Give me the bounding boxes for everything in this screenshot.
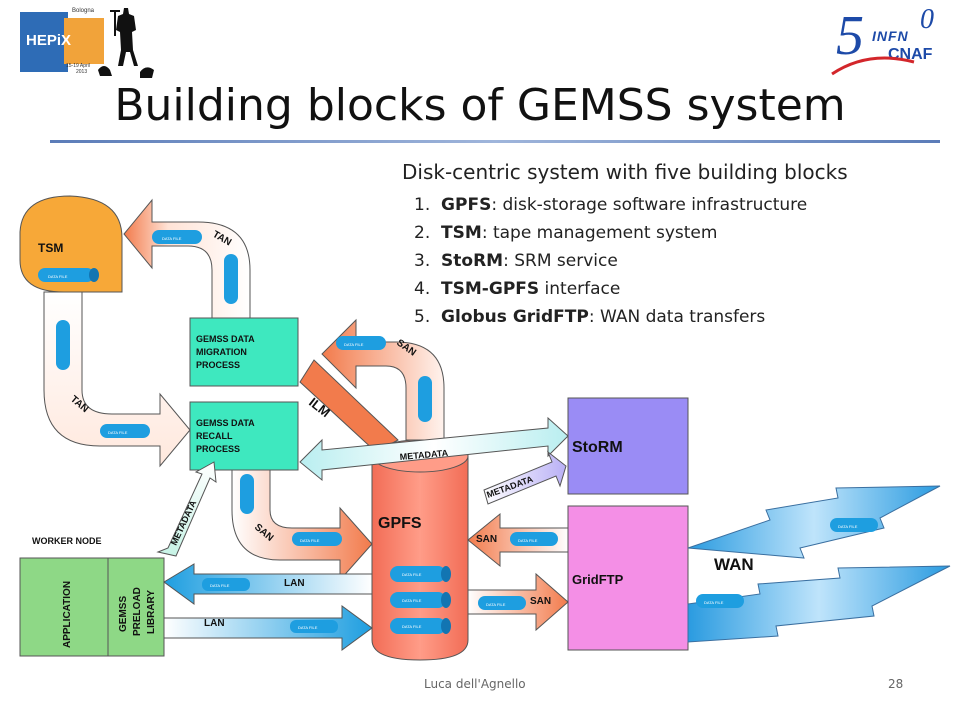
infn-swoosh-icon [831,56,915,76]
preload-label-line: PRELOAD [132,587,143,636]
infn-logo-number: 5 [836,5,864,67]
infn-logo-sup: 0 [920,4,934,35]
gridftp-label: GridFTP [572,572,624,587]
list-item: 5. Globus GridFTP: WAN data transfers [414,307,766,327]
worker-node-label: WORKER NODE [32,536,102,546]
san-arrow-recall [231,469,373,582]
data-file-icon: DATA FILE [292,532,342,546]
list-item: 2. TSM: tape management system [414,223,718,243]
hepix-city: Bologna [72,8,95,14]
recall-label-line: GEMSS DATA [196,418,255,428]
migration-process-box [189,317,299,387]
data-file-icon [418,376,432,422]
migration-label-line: PROCESS [196,360,240,370]
lan-label: LAN [204,618,225,629]
data-file-icon [224,254,238,304]
hepix-brand: HEPiX [26,32,72,49]
recall-label-line: PROCESS [196,444,240,454]
tsm-label: TSM [38,241,63,255]
statue-icon [98,8,154,78]
gridftp-node [567,505,689,651]
data-file-label: DATA FILE [298,625,318,630]
data-file-label: DATA FILE [704,600,724,605]
preload-label-line: LIBRARY [146,590,157,634]
data-file-label: DATA FILE [344,342,364,347]
hepix-logo: HEPiX Bologna 15-19 April 2013 [20,8,104,75]
building-blocks-list: 1. GPFS: disk-storage software infrastru… [414,195,807,335]
data-file-icon: DATA FILE [202,578,250,591]
wan-bolt-upper [687,485,941,559]
data-file-label: DATA FILE [486,602,506,607]
ilm-arrow [299,359,399,453]
data-file-label: DATA FILE [48,274,68,279]
data-file-icon: DATA FILE [38,268,99,282]
infn-logo-brand: INFN [872,28,909,44]
migration-label-line: MIGRATION [196,347,247,357]
recall-label-line: RECALL [196,431,233,441]
data-file-label: DATA FILE [108,430,128,435]
tan-arrow-bottom [43,291,191,468]
data-file-icon: DATA FILE [830,518,878,532]
data-file-icon: DATA FILE [390,566,451,582]
title-divider [50,140,940,143]
recall-process-box [189,401,299,471]
application-label: APPLICATION [62,581,73,648]
data-file-icon: DATA FILE [696,594,744,608]
data-file-icon [240,474,254,514]
gpfs-node [371,455,469,661]
data-file-icon: DATA FILE [390,618,451,634]
san-label: SAN [476,534,497,545]
data-file-label: DATA FILE [518,538,538,543]
lan-label: LAN [284,578,305,589]
data-file-label: DATA FILE [210,583,230,588]
hepix-year: 2013 [76,69,88,75]
data-file-label: DATA FILE [838,524,858,529]
data-file-label: DATA FILE [162,236,182,241]
data-file-label: DATA FILE [402,572,422,577]
intro-text: Disk-centric system with five building b… [402,160,848,184]
data-file-label: DATA FILE [300,538,320,543]
hepix-dates: 15-19 April [66,63,90,69]
lan-arrow-to-gpfs [163,605,373,651]
data-file-icon: DATA FILE [510,532,558,546]
data-file-icon: DATA FILE [336,336,386,350]
page-number: 28 [888,677,904,691]
preload-label-line: GEMSS [118,596,129,632]
wan-bolt-lower [687,565,951,643]
infn-cnaf-logo: 5 0 INFN CNAF [828,4,948,82]
wan-label: WAN [714,555,754,574]
metadata-arrow-gpfs-storm [483,450,567,505]
gpfs-label: GPFS [378,515,422,532]
footer-author: Luca dell'Agnello [424,677,526,691]
list-item: 1. GPFS: disk-storage software infrastru… [414,195,808,215]
list-item: 4. TSM-GPFS interface [414,279,621,299]
storm-node [567,397,689,495]
data-file-icon: DATA FILE [390,592,451,608]
data-file-icon: DATA FILE [100,424,150,438]
storm-label: StoRM [572,439,623,456]
data-file-icon [56,320,70,370]
lan-arrow-to-worker [163,563,373,605]
preload-library-box [107,557,165,657]
slide-title: Building blocks of GEMSS system [114,80,846,131]
application-box [19,557,109,657]
data-file-icon: DATA FILE [152,230,202,244]
migration-label-line: GEMSS DATA [196,334,255,344]
list-item: 3. StoRM: SRM service [414,251,618,271]
tan-arrow-top [123,198,251,319]
data-file-icon: DATA FILE [290,620,338,633]
san-label: SAN [530,596,551,607]
metadata-label: METADATA [399,448,449,462]
data-file-label: DATA FILE [402,624,422,629]
data-file-icon: DATA FILE [478,596,526,610]
metadata-arrow-worker [156,461,217,557]
data-file-label: DATA FILE [402,598,422,603]
